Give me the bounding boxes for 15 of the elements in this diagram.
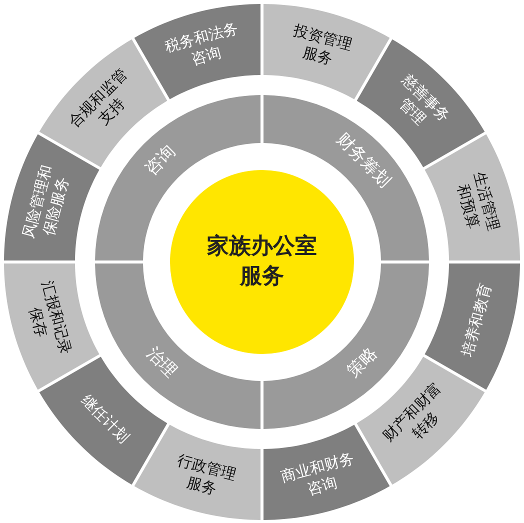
segment-label: 汇报和记录保存 [24, 277, 76, 358]
segment-label: 财务筹划 [331, 128, 396, 194]
segment-label: 继任计划 [76, 390, 134, 449]
segment-label: 行政管理服务 [174, 450, 240, 500]
segment-label: 投资管理服务 [290, 20, 354, 70]
segment-label: 合规和监管支持 [64, 64, 132, 132]
segment-label: 慈善事务管理 [395, 69, 455, 130]
segment-label: 商业和财务咨询 [277, 448, 357, 500]
segment-label: 生活管理和预算 [452, 170, 504, 236]
segment-label: 培养和教育 [457, 280, 496, 360]
segment-label: 税务和法务咨询 [162, 18, 242, 70]
segment-label: 咨询 [140, 140, 181, 182]
center-title: 家族办公室服务 [206, 232, 318, 291]
segment-label: 治理 [141, 342, 182, 384]
segment-label: 风险管理和保险服务 [18, 162, 74, 242]
